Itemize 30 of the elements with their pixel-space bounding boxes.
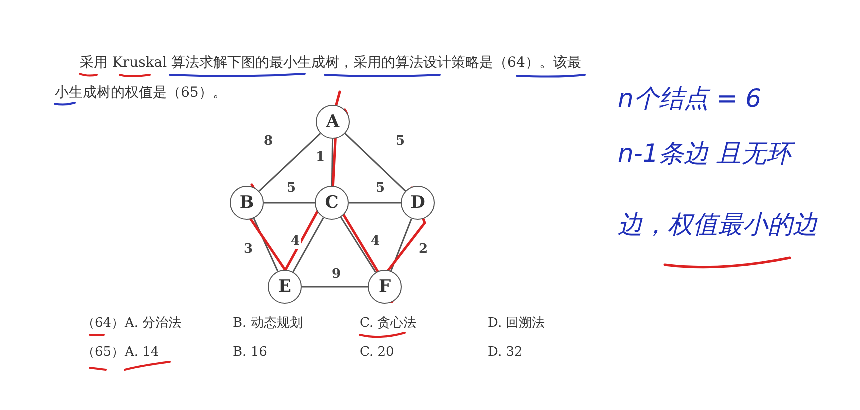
graph-edge (253, 218, 279, 272)
graph-edge (331, 138, 334, 186)
edge-weight: 4 (290, 235, 302, 249)
graph-edge (340, 216, 377, 274)
answer-option: （65） (82, 345, 125, 361)
graph-edge (390, 218, 412, 272)
graph-edge (292, 217, 324, 273)
answer-option: C. 20 (360, 345, 394, 361)
vertex-circle: D (401, 186, 435, 220)
answer-option: C. 贪心法 (360, 316, 417, 332)
question-text: 采用 Kruskal 算法求解下图的最小生成树，采用的算法设计策略是（64）。该最小生成树的权值是（65）。 (55, 54, 582, 103)
graph-edge (302, 286, 368, 288)
answer-option: D. 回溯法 (488, 316, 546, 332)
handwritten-note: n个结点 = 6 (618, 83, 762, 115)
vertex-circle: F (368, 270, 402, 304)
handwritten-note: 边，权值最小的边 (618, 209, 818, 241)
vertex-circle: B (230, 186, 264, 220)
vertex-circle: A (316, 105, 350, 139)
graph-edge (264, 202, 315, 204)
answer-option: A. 分治法 (125, 316, 182, 332)
graph-edge (349, 202, 401, 204)
answer-option: B. 16 (233, 345, 268, 361)
answer-option: A. 14 (125, 345, 160, 361)
graph-edge (258, 133, 322, 192)
graph-edge (344, 133, 406, 192)
vertex-circle: E (268, 270, 302, 304)
vertex-circle: C (315, 186, 349, 220)
answer-option: D. 32 (488, 345, 523, 361)
answer-option: （64） (82, 316, 125, 332)
answer-option: B. 动态规划 (233, 316, 303, 332)
